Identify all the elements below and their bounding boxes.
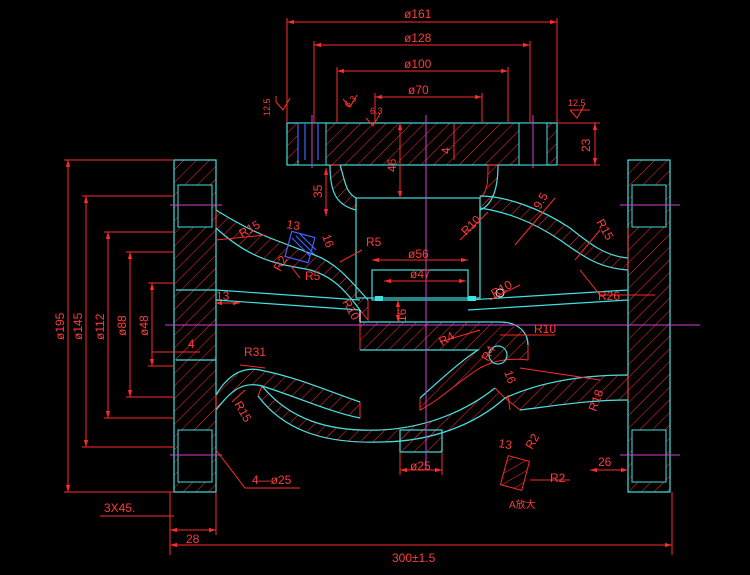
dim-d128: ø128 xyxy=(404,31,432,45)
dim-d100: ø100 xyxy=(404,57,432,71)
dim-23: 23 xyxy=(579,138,593,152)
radius-r15b: R15 xyxy=(231,399,254,425)
radius-r2c: R2 xyxy=(550,471,566,485)
top-flange xyxy=(286,122,558,166)
radius-r26: R26 xyxy=(598,289,620,303)
radius-r10d: R10 xyxy=(534,322,556,336)
dim-holes: 4—ø25 xyxy=(252,473,292,487)
seat-rings xyxy=(359,288,508,365)
dim-13b: 13 xyxy=(285,217,301,233)
dim-d56: ø56 xyxy=(408,247,429,261)
roughness-mid2: 6.3 xyxy=(370,106,383,116)
radius-r2b: R2 xyxy=(522,431,542,452)
valve-body xyxy=(176,164,629,453)
dim-d48: ø48 xyxy=(137,315,151,336)
dimension-lines xyxy=(64,18,673,555)
detail-label: A放大 xyxy=(509,498,536,511)
dim-16b: 16 xyxy=(319,232,337,250)
dim-46: 46 xyxy=(385,158,399,172)
dim-d145: ø145 xyxy=(71,312,85,340)
detail-a-insert xyxy=(499,455,531,491)
dim-16c: 16 xyxy=(501,368,519,386)
radius-r2a: R2 xyxy=(270,253,290,274)
dim-4b: 4 xyxy=(439,147,453,154)
radius-r5b: R5 xyxy=(305,269,321,283)
right-flange xyxy=(620,159,680,493)
dim-13c: 13 xyxy=(497,436,513,452)
radius-r5a: R5 xyxy=(366,235,382,249)
dim-d70: ø70 xyxy=(408,83,429,97)
roughness-symbols xyxy=(275,94,590,127)
dim-4a: 4 xyxy=(188,337,195,351)
dim-d161: ø161 xyxy=(404,7,432,21)
dim-d88: ø88 xyxy=(115,315,129,336)
dim-total: 300±1.5 xyxy=(392,551,436,565)
dim-28: 28 xyxy=(186,532,200,546)
dim-26: 26 xyxy=(598,455,612,469)
roughness-left: 12.5 xyxy=(262,98,272,116)
left-flange xyxy=(170,159,222,493)
dim-d47: ø47 xyxy=(410,267,431,281)
radius-r4b: R4 xyxy=(478,343,498,364)
dim-chamfer: 3X45. xyxy=(104,501,135,515)
roughness-mid: 6.3 xyxy=(342,93,358,109)
dim-16a: 16 xyxy=(395,308,409,322)
dim-d195: ø195 xyxy=(53,312,67,340)
detail-thread xyxy=(284,230,317,264)
radius-r4a: R4 xyxy=(437,329,458,349)
dim-d112: ø112 xyxy=(93,313,107,340)
dim-35: 35 xyxy=(311,184,325,198)
dim-13a: 13 xyxy=(216,289,230,303)
roughness-right: 12.5 xyxy=(568,98,586,108)
dim-d25: ø25 xyxy=(410,459,431,473)
centerlines xyxy=(165,115,700,470)
radius-r31: R31 xyxy=(244,345,266,359)
radius-r15c: R15 xyxy=(593,217,616,243)
